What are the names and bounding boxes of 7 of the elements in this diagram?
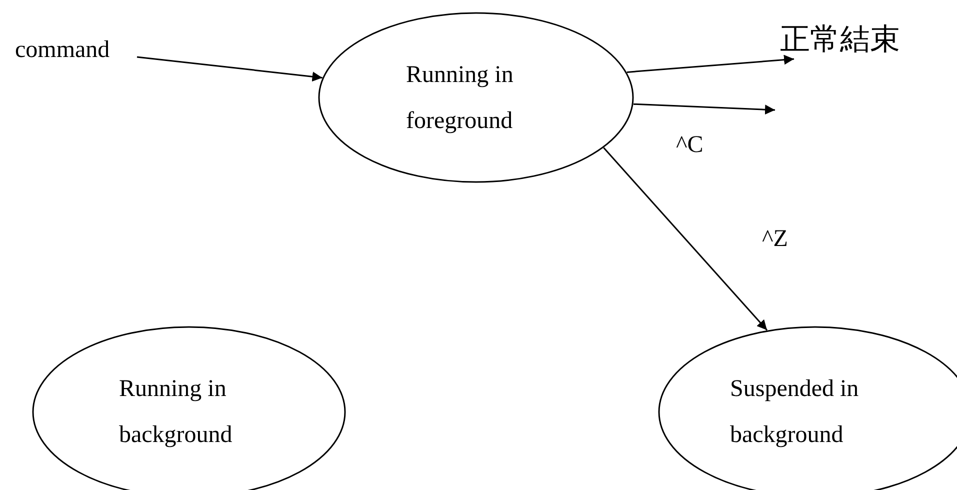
arrow — [633, 103, 776, 115]
command-label: command — [15, 35, 137, 65]
arrow — [136, 56, 322, 82]
state-ellipse: Running in foreground — [318, 12, 634, 183]
arrow — [603, 147, 768, 331]
end-label: 正常結束 — [780, 25, 905, 59]
arrow — [626, 54, 794, 73]
